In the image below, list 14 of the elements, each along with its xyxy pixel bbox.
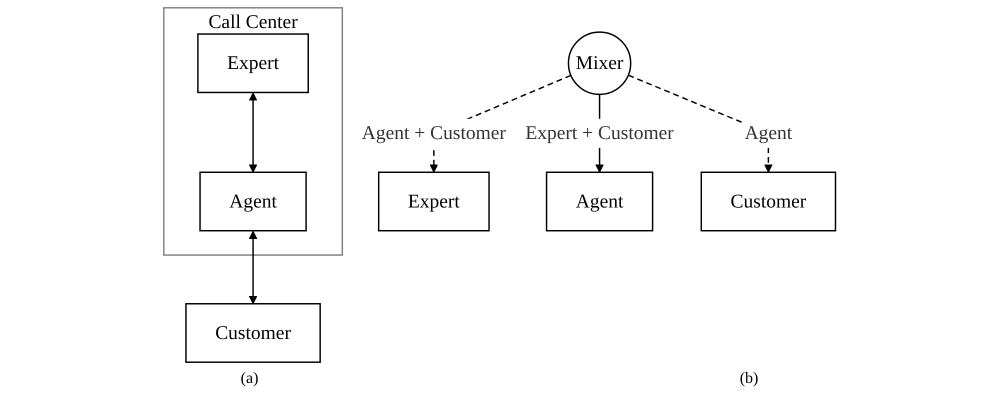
panel-label: (b) xyxy=(740,370,758,388)
node-box: Expert xyxy=(378,172,490,232)
edge-label: Expert + Customer xyxy=(525,122,674,144)
node-box: Agent xyxy=(546,172,654,232)
node-box: Agent xyxy=(199,172,307,232)
arrow xyxy=(248,230,258,304)
edge-label: Agent xyxy=(744,122,792,144)
node-box: Customer xyxy=(185,303,321,363)
node-box: Expert xyxy=(197,33,309,94)
panel-label: (a) xyxy=(240,370,258,388)
node-box: Customer xyxy=(700,172,836,232)
edge-label: Agent + Customer xyxy=(362,122,506,144)
node-circle: Mixer xyxy=(568,31,632,96)
arrow xyxy=(248,92,258,173)
